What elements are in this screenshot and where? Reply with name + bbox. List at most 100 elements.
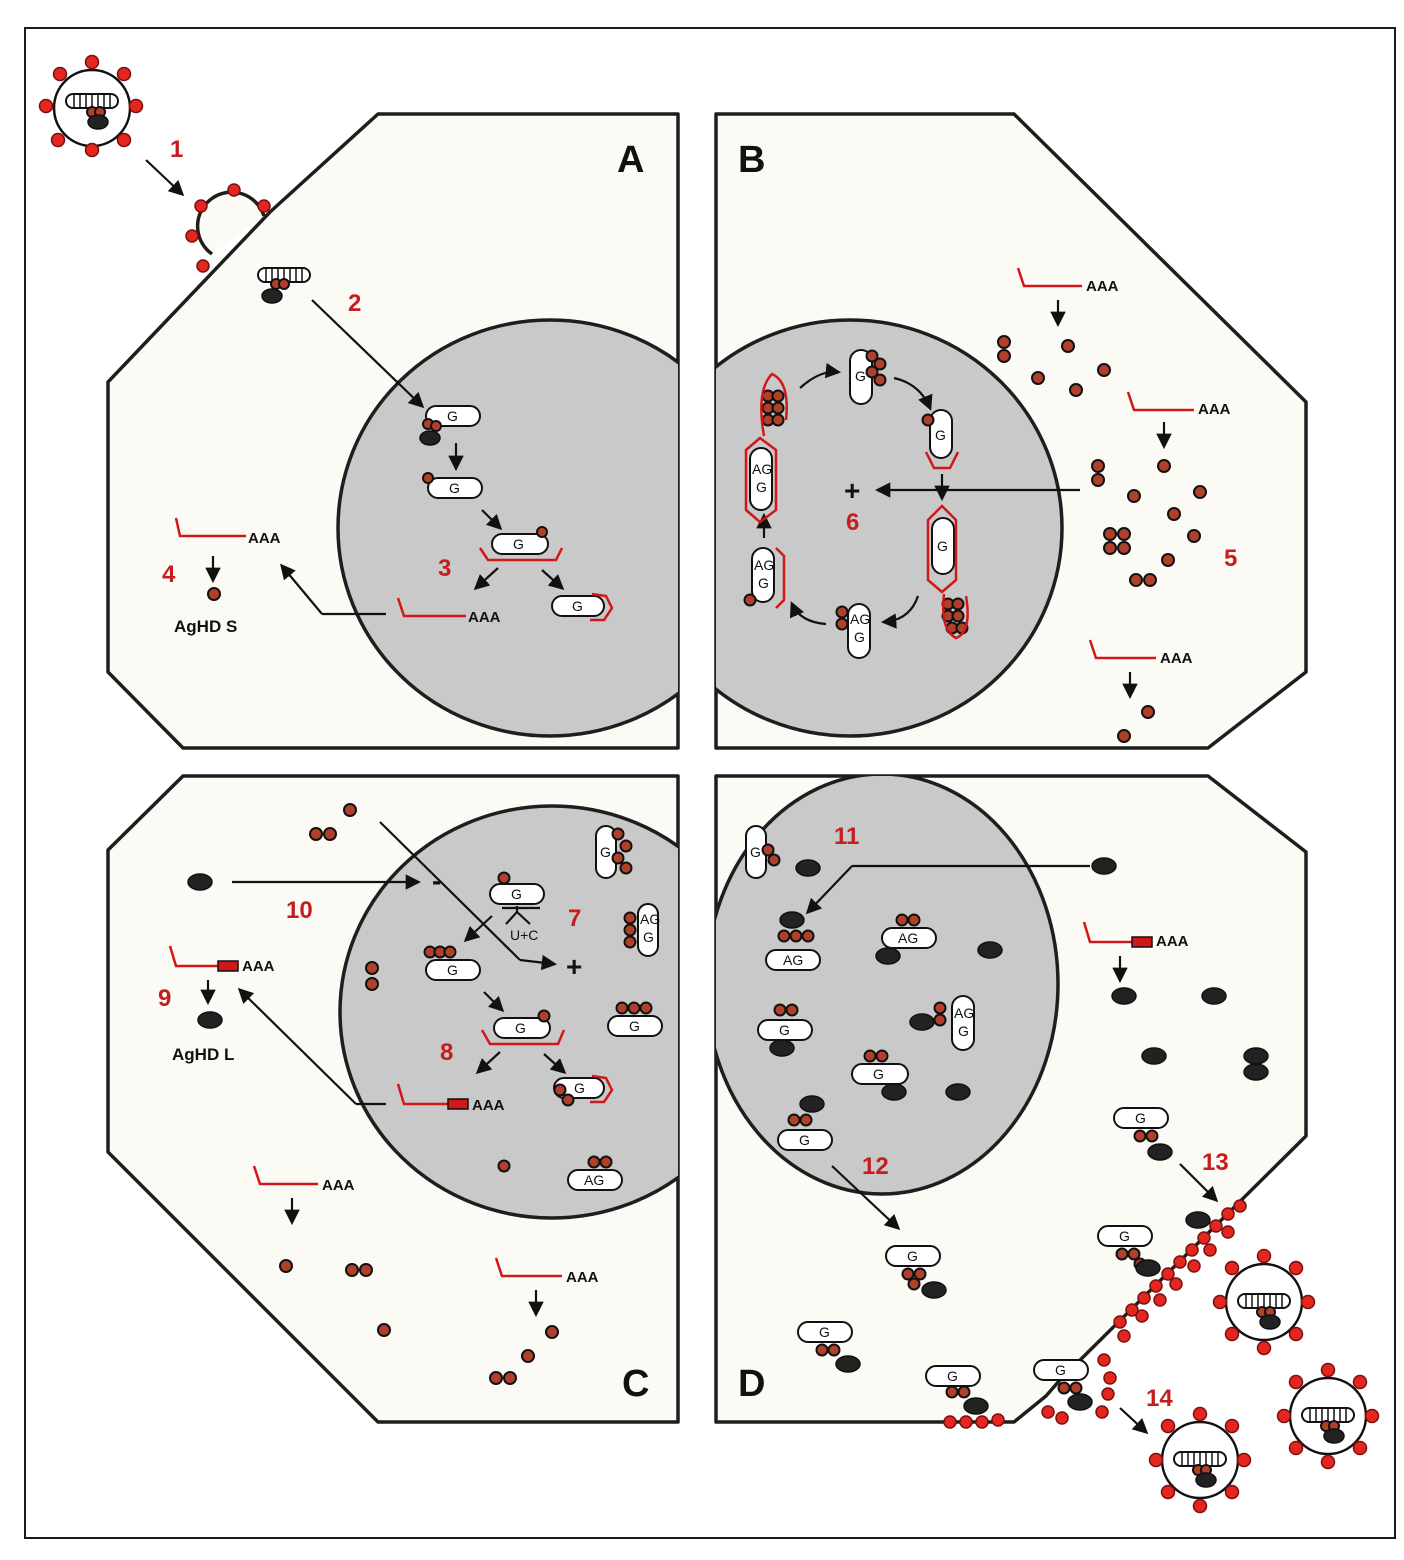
polya-label-a1: AAA xyxy=(468,609,501,626)
svg-text:G: G xyxy=(854,629,865,645)
genome-label-d5: G xyxy=(1135,1110,1146,1126)
genome-label-c6: G xyxy=(629,1018,640,1034)
genome-pill-b2 xyxy=(929,409,953,459)
panel-letter-c: C xyxy=(622,1363,649,1405)
panel-d: D 11 G AG AG G AG G G G xyxy=(714,774,1308,1435)
genome-pill-d7 xyxy=(797,1321,853,1343)
genome-label-a3: G xyxy=(513,536,524,552)
nucleus-d xyxy=(716,776,1060,1196)
polya-label-b2: AAA xyxy=(1198,401,1231,418)
antigenome-label-c2: AG xyxy=(584,1172,604,1188)
antigenome-pill-d2 xyxy=(881,927,937,949)
genome-label-c5: G xyxy=(600,844,611,860)
rnp-uncoated xyxy=(257,267,311,304)
genome-label-c4: G xyxy=(574,1080,585,1096)
antigenome-pill-d3 xyxy=(951,995,975,1051)
arrow-step-2 xyxy=(311,299,425,409)
panel-letter-a: A xyxy=(617,139,644,181)
endocytosis-pit xyxy=(185,183,271,273)
genome-pill-a3 xyxy=(491,533,549,555)
genome-pill-d6 xyxy=(885,1245,941,1267)
panel-letter-d: D xyxy=(738,1363,765,1405)
genome-pill-c1 xyxy=(489,883,545,905)
virion-entering xyxy=(38,54,144,158)
genome-label-a4: G xyxy=(572,598,583,614)
genome-pill-d5 xyxy=(1113,1107,1169,1129)
svg-text:G: G xyxy=(643,929,654,945)
antigenome-pill-d1 xyxy=(765,949,821,971)
svg-text:G: G xyxy=(756,479,767,495)
genome-label-a1: G xyxy=(447,408,458,424)
released-virion-3 xyxy=(1148,1406,1252,1514)
step-11-number: 11 xyxy=(834,823,859,850)
antigenome-label-b3: AG xyxy=(752,461,772,477)
step-6-number: 6 xyxy=(846,509,859,536)
antigenome-label-b2: AG xyxy=(754,557,774,573)
step-9-number: 9 xyxy=(158,985,171,1012)
polya-label-b1: AAA xyxy=(1086,278,1119,295)
antigenome-label-d2: AG xyxy=(898,930,918,946)
step-5-number: 5 xyxy=(1224,545,1237,572)
plus-sign-c: + xyxy=(566,951,582,982)
svg-text:G: G xyxy=(758,575,769,591)
polya-label-d1: AAA xyxy=(1156,933,1189,950)
svg-text:G: G xyxy=(958,1023,969,1039)
antigenome-pill-b3 xyxy=(749,447,773,511)
genome-pill-d4 xyxy=(777,1129,833,1151)
budding-virion: G xyxy=(1033,1353,1117,1425)
step-14-number: 14 xyxy=(1146,1385,1173,1412)
step-2-number: 2 xyxy=(348,290,361,317)
genome-label-d4: G xyxy=(799,1132,810,1148)
genome-label-d8: G xyxy=(947,1368,958,1384)
genome-label-a2: G xyxy=(449,480,460,496)
genome-label-b1: G xyxy=(855,368,866,384)
antigenome-pill-b1 xyxy=(847,603,871,659)
panel-b: B G G G AG G AG G AG G + xyxy=(714,112,1308,750)
aghd-s-label: AgHD S xyxy=(174,617,237,636)
genome-pill-c6 xyxy=(607,1015,663,1037)
released-virion-1 xyxy=(1212,1248,1316,1356)
large-antigen-c1 xyxy=(187,873,213,891)
genome-label-d1: G xyxy=(750,844,761,860)
arrow-step-1 xyxy=(145,159,185,197)
step-4-number: 4 xyxy=(162,561,176,588)
mrna-a-cytoplasm xyxy=(174,517,246,538)
genome-pill-a1 xyxy=(425,405,481,427)
plus-sign-b: + xyxy=(844,475,860,506)
step-12-number: 12 xyxy=(862,1153,889,1180)
antigenome-pill-c2 xyxy=(567,1169,623,1191)
antigenome-label-d3: AG xyxy=(954,1005,974,1021)
uc-label: U+C xyxy=(510,927,538,943)
large-antigen-d1 xyxy=(1091,857,1117,875)
step-8-number: 8 xyxy=(440,1039,453,1066)
genome-label-d6: G xyxy=(907,1248,918,1264)
step-1-number: 1 xyxy=(170,136,183,163)
released-virion-2 xyxy=(1276,1362,1380,1470)
genome-label-c2: G xyxy=(447,962,458,978)
nucleus-c xyxy=(338,804,678,1220)
genome-label-d9: G xyxy=(1119,1228,1130,1244)
antigenome-pill-b2 xyxy=(751,547,775,603)
genome-pill-a4 xyxy=(551,595,605,617)
antigenome-pill-c1 xyxy=(637,903,659,957)
minus-sign-c: - xyxy=(432,865,441,896)
step-7-number: 7 xyxy=(568,905,581,932)
genome-label-b2: G xyxy=(935,427,946,443)
genome-label-b3: G xyxy=(937,538,948,554)
genome-pill-c2 xyxy=(425,959,481,981)
panel-letter-b: B xyxy=(738,139,765,181)
antigenome-label-b1: AG xyxy=(850,611,870,627)
nucleus-b xyxy=(716,318,1064,738)
large-antigen-c2 xyxy=(197,1011,223,1029)
polya-label-c2: AAA xyxy=(242,958,275,975)
genome-pill-c3 xyxy=(493,1017,551,1039)
genome-label-d2: G xyxy=(779,1022,790,1038)
polya-label-c1: AAA xyxy=(472,1097,505,1114)
genome-pill-a2 xyxy=(427,477,483,499)
polya-label-b3: AAA xyxy=(1160,650,1193,667)
genome-label-c1: G xyxy=(511,886,522,902)
panel-a: A 1 xyxy=(38,54,680,750)
genome-pill-d9 xyxy=(1097,1225,1153,1247)
polya-label-a2: AAA xyxy=(248,530,281,547)
panel-c: C + - 10 G U+C 7 G G 8 G xyxy=(106,774,680,1424)
